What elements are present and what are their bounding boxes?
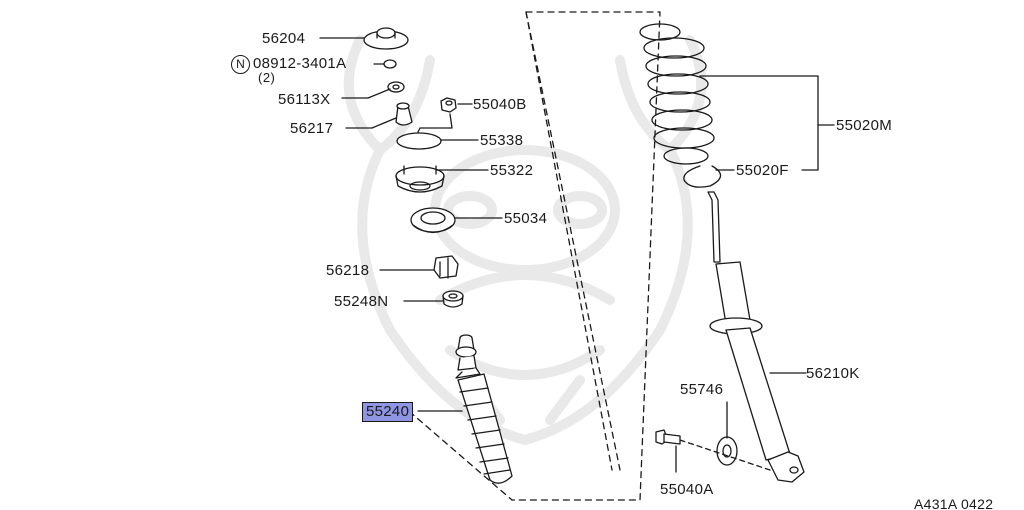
label-55248n[interactable]: 55248N — [334, 293, 389, 310]
label-55020f[interactable]: 55020F — [736, 162, 789, 179]
collar-55248n-shape — [443, 291, 463, 307]
mount-55322-shape — [396, 166, 444, 192]
bushing-56217-shape — [396, 103, 412, 125]
spring-seat-55020f-shape — [684, 166, 721, 187]
label-55034[interactable]: 55034 — [504, 210, 548, 227]
washer-55746-shape — [717, 437, 737, 465]
label-55040b[interactable]: 55040B — [473, 96, 527, 113]
nut-08912-shape — [384, 60, 396, 68]
label-56210k[interactable]: 56210K — [806, 365, 860, 382]
label-55020m[interactable]: 55020M — [836, 117, 893, 134]
label-56217[interactable]: 56217 — [290, 120, 334, 137]
washer-56113x-shape — [388, 82, 404, 92]
label-55746[interactable]: 55746 — [680, 381, 724, 398]
gasket-55338-shape — [397, 133, 441, 149]
label-08912-qty: (2) — [258, 70, 276, 85]
bumper-56218-shape — [434, 256, 458, 278]
label-08912-3401a[interactable]: 08912-3401A — [253, 55, 347, 72]
label-55322[interactable]: 55322 — [490, 162, 534, 179]
n-prefix-badge: N — [231, 55, 250, 74]
shock-absorber-56210k-shape — [708, 192, 804, 482]
coil-spring-55020m-shape — [640, 24, 714, 164]
label-56113x[interactable]: 56113X — [278, 91, 331, 108]
label-56218[interactable]: 56218 — [326, 262, 370, 279]
label-56204[interactable]: 56204 — [262, 30, 306, 47]
dust-boot-55240-shape — [456, 335, 512, 483]
diagram-code: A431A 0422 — [914, 496, 994, 510]
bolt-55040a-shape — [656, 430, 680, 444]
cap-56204-shape — [364, 28, 408, 49]
label-55338[interactable]: 55338 — [480, 132, 524, 149]
assembly-outline — [410, 12, 660, 500]
nut-55040b-shape — [441, 98, 456, 112]
label-55040a[interactable]: 55040A — [660, 481, 714, 498]
seat-55034-shape — [411, 208, 455, 233]
label-55240-highlighted[interactable]: 55240 — [362, 402, 414, 422]
